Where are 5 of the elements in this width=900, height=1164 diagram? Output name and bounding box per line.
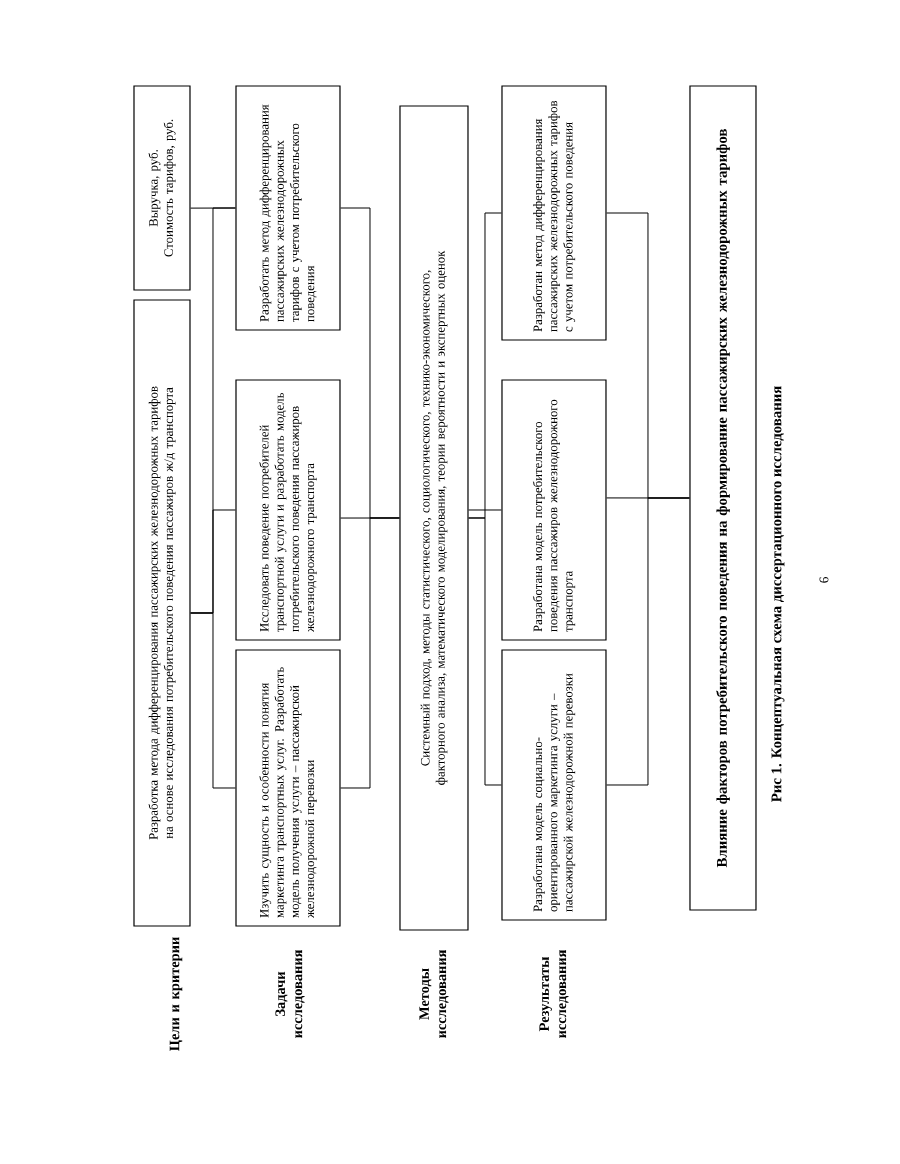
connector bbox=[340, 207, 400, 519]
connector bbox=[190, 207, 236, 209]
connector bbox=[468, 509, 502, 511]
connector bbox=[468, 212, 502, 519]
connector bbox=[606, 212, 690, 499]
